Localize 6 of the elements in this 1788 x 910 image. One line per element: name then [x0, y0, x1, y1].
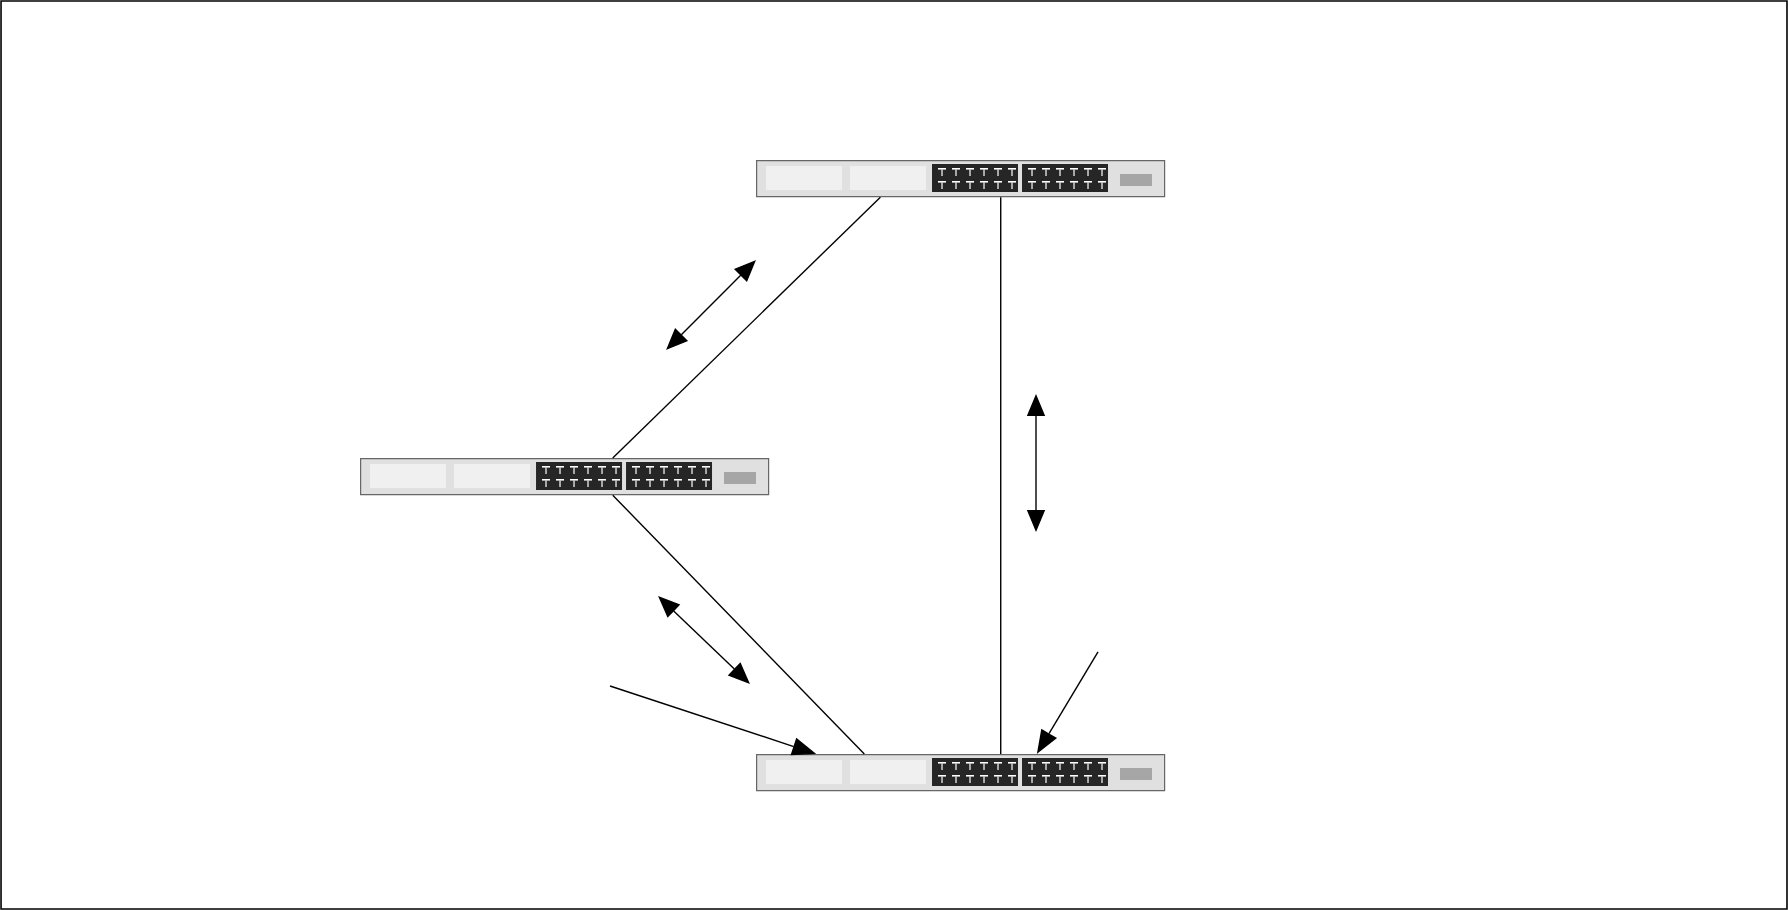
connector-line: [612, 494, 866, 755]
network-switch-drawing: [756, 160, 1166, 198]
connector-line: [1000, 196, 1002, 755]
network-switch-drawing: [756, 754, 1166, 792]
connector-line: [612, 196, 882, 459]
network-switch-drawing: [360, 458, 770, 496]
